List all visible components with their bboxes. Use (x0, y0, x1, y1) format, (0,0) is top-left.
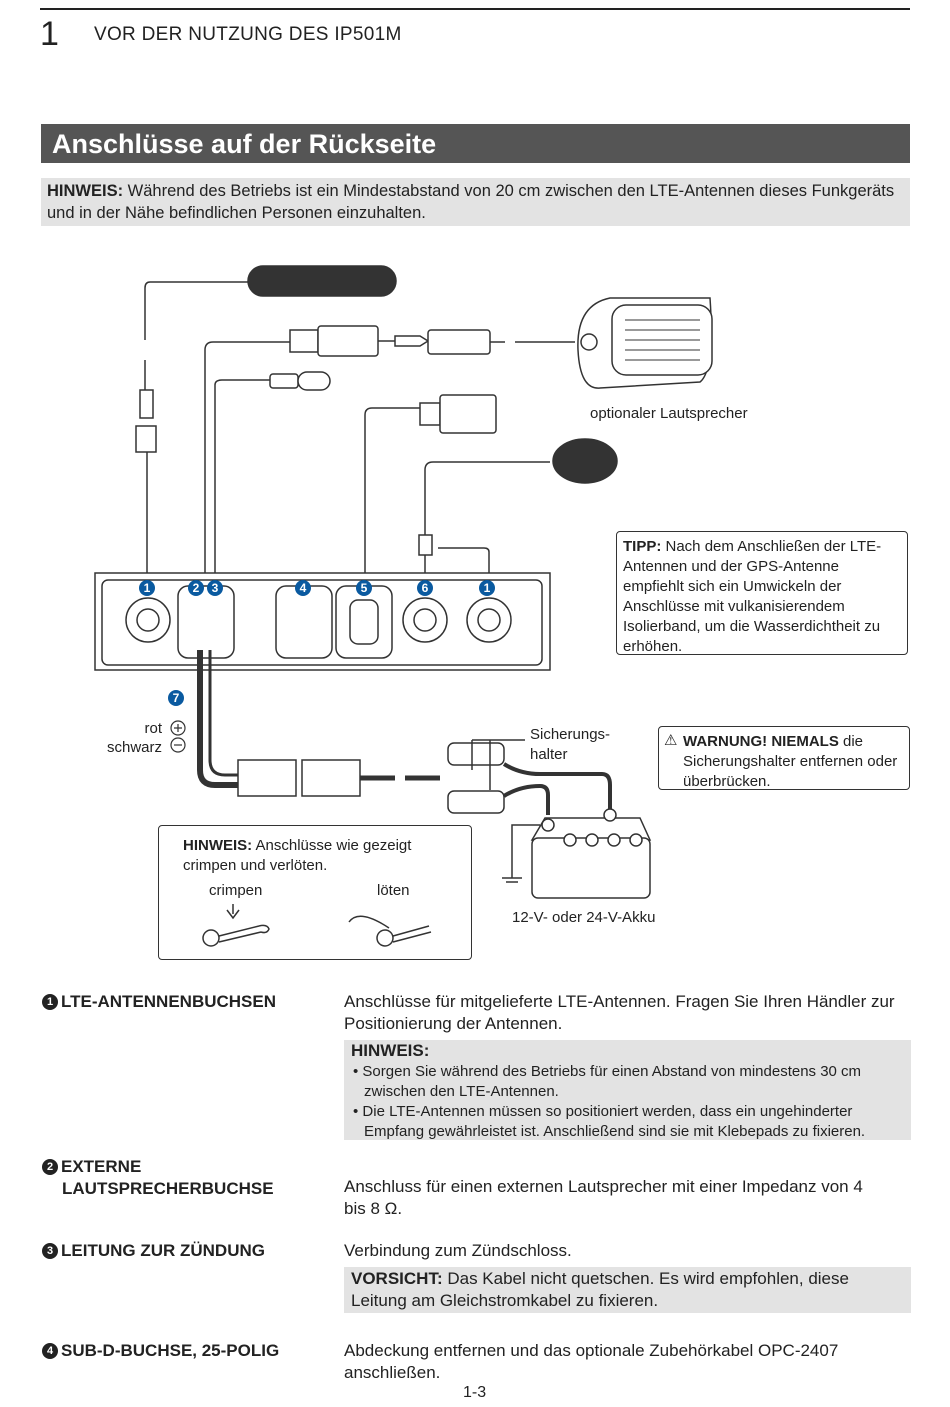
chapter-number: 1 (40, 15, 59, 53)
item-2-title-line2: LAUTSPRECHERBUCHSE (62, 1179, 274, 1198)
fuse-label-2: halter (530, 746, 568, 763)
item-2-desc: Anschluss für einen externen Lautspreche… (344, 1177, 863, 1218)
crimp-note-box: HINWEIS: Anschlüsse wie gezeigt crimpen … (158, 825, 472, 960)
warning-content: ⚠ WARNUNG! NIEMALS die Sicherungshalter e… (659, 727, 909, 792)
top-note-label: HINWEIS: (47, 182, 124, 200)
connector-number-1: 1 (144, 581, 151, 595)
item-4-title-text: SUB-D-BUCHSE, 25-POLIG (61, 1341, 280, 1360)
item-3-title-text: LEITUNG ZUR ZÜNDUNG (61, 1241, 265, 1260)
tip-box: TIPP: Nach dem Anschließen der LTE-Anten… (616, 531, 908, 655)
speaker-label: optionaler Lautsprecher (590, 405, 748, 422)
tip-text: Nach dem Anschließen der LTE-Antennen un… (623, 538, 882, 655)
item-4-number: 4 (42, 1343, 58, 1359)
item-1-title-text: LTE-ANTENNENBUCHSEN (61, 992, 277, 1011)
page-number: 1-3 (463, 1384, 487, 1401)
speaker-cable (204, 341, 290, 595)
chapter-title: VOR DER NUTZUNG DES IP501M (94, 24, 402, 45)
crimp-label: crimpen (209, 882, 263, 899)
item-1-number: 1 (42, 994, 58, 1010)
item-1-desc: Anschlüsse für mitgelieferte LTE-Antenne… (344, 992, 895, 1033)
item-4-desc: Abdeckung entfernen und das optionale Zu… (344, 1341, 839, 1382)
rot-label: rot (144, 720, 162, 737)
lte-antenna-shape (247, 265, 397, 297)
warning-label: WARNUNG! NIEMALS (683, 733, 839, 750)
connector-number-1b: 1 (484, 581, 491, 595)
connector-number-4: 4 (300, 581, 307, 595)
item-3-caution-text: Das Kabel nicht quetschen. Es wird empfo… (351, 1269, 849, 1310)
item-1-note: HINWEIS: • Sorgen Sie während des Betrie… (344, 1040, 911, 1140)
warning-text: die Sicherungshalter entfernen oder über… (683, 733, 898, 790)
warning-icon: ⚠ (664, 732, 678, 749)
item-2-number: 2 (42, 1159, 58, 1175)
ignition-lead (214, 379, 270, 595)
item-2-title-line1: EXTERNE (61, 1157, 142, 1176)
accessory-cable (364, 407, 420, 595)
tip-label: TIPP: (623, 538, 662, 555)
lte-antenna-cable (144, 281, 248, 340)
connector-number-7: 7 (173, 691, 180, 705)
item-3-desc: Verbindung zum Zündschloss. (344, 1241, 572, 1260)
lte-plug-upper (139, 389, 154, 419)
item-1-bullet-2-text: Die LTE-Antennen müssen so positioniert … (362, 1103, 866, 1140)
connection-diagram: 1 2 3 4 5 6 1 7 optionaler Lautsprecher … (94, 265, 748, 926)
schwarz-label: schwarz (107, 739, 162, 756)
crimp-illustration (202, 904, 432, 947)
battery-shape (502, 808, 652, 899)
connector-number-3: 3 (212, 581, 219, 595)
lte-cable-2 (438, 547, 490, 580)
speaker-shape (577, 297, 713, 389)
lte-plug-lower (135, 425, 157, 453)
item-1-bullet-2: • Die LTE-Antennen müssen so positionier… (353, 1103, 866, 1140)
item-3-caution-label: VORSICHT: (351, 1269, 443, 1288)
tip-content: TIPP: Nach dem Anschließen der LTE-Anten… (617, 532, 907, 662)
crimp-note-text: Anschlüsse wie gezeigt crimpen und verlö… (183, 837, 412, 874)
crimp-note-label: HINWEIS: (183, 837, 253, 854)
connector-number-6: 6 (422, 581, 429, 595)
item-1-note-label: HINWEIS: (351, 1041, 430, 1060)
gps-antenna-shape (552, 438, 618, 484)
solder-label: löten (377, 882, 410, 899)
battery-label: 12-V- oder 24-V-Akku (512, 909, 655, 926)
top-note-text: Während des Betriebs ist ein Mindestabst… (47, 182, 895, 222)
warning-box: ⚠ WARNUNG! NIEMALS die Sicherungshalter e… (658, 726, 910, 790)
fuse-label-1: Sicherungs- (530, 726, 610, 743)
item-3-number: 3 (42, 1243, 58, 1259)
item-1-bullet-1: • Sorgen Sie während des Betriebs für ei… (353, 1063, 862, 1100)
connector-number-5: 5 (361, 581, 368, 595)
rear-panel (94, 572, 551, 671)
gps-cable (424, 461, 550, 535)
item-3-caution: VORSICHT: Das Kabel nicht quetschen. Es … (344, 1267, 911, 1313)
section-title-bar (41, 124, 910, 163)
connector-number-2: 2 (193, 581, 200, 595)
crimp-note-content: HINWEIS: Anschlüsse wie gezeigt crimpen … (159, 826, 471, 876)
item-1-bullet-1-text: Sorgen Sie während des Betriebs für eine… (362, 1063, 862, 1100)
top-note-box (41, 178, 910, 226)
section-title: Anschlüsse auf der Rückseite (52, 129, 437, 159)
top-note: HINWEIS: Während des Betriebs ist ein Mi… (47, 180, 897, 224)
header-rule (40, 8, 910, 10)
